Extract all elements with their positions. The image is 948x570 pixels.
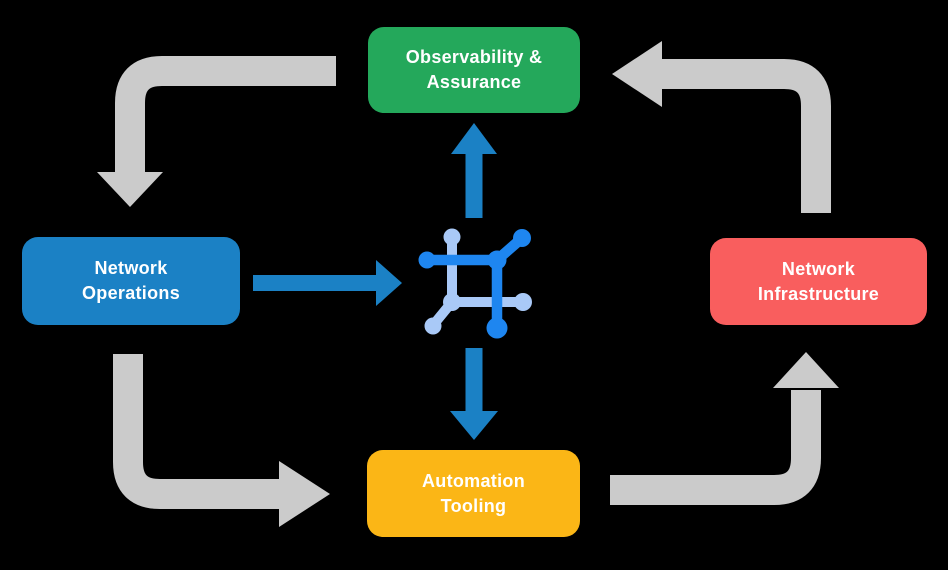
node-automation-tooling: Automation Tooling — [367, 450, 580, 537]
icon-node-left — [418, 251, 436, 269]
node-observability-assurance: Observability & Assurance — [368, 27, 580, 113]
arrow-head-up-icon — [773, 352, 839, 388]
arrow-head-right-icon — [376, 260, 402, 306]
network-grid-icon — [418, 228, 532, 339]
cycle-arrow-infrastructure-to-observability — [612, 41, 831, 213]
cycle-arrow-tooling-to-infrastructure — [610, 352, 839, 505]
arrow-head-up-icon — [451, 123, 497, 154]
node-label: Network Operations — [81, 258, 181, 303]
icon-node-right — [514, 293, 532, 311]
node-network-infrastructure: Network Infrastructure — [710, 238, 927, 325]
arrow-head-right-icon — [279, 461, 330, 527]
node-label: Observability & Assurance — [405, 47, 543, 92]
cycle-arrow-observability-to-operations — [97, 56, 336, 207]
arrow-head-left-icon — [612, 41, 662, 107]
arrow-shaft — [610, 390, 821, 505]
icon-node-upper-right — [513, 229, 531, 247]
node-network-operations: Network Operations — [22, 237, 240, 325]
node-label: Automation Tooling — [422, 470, 525, 516]
arrow-shaft — [115, 56, 336, 174]
arrow-head-down-icon — [450, 411, 498, 440]
cycle-arrow-operations-to-tooling — [113, 354, 330, 527]
icon-node-lower-left — [424, 317, 442, 335]
icon-node-bottom-left-corner — [443, 293, 461, 311]
icon-node-top — [443, 228, 461, 246]
arrow-shaft — [113, 354, 281, 509]
icon-node-bottom — [486, 317, 508, 339]
icon-node-top-right-corner — [487, 250, 507, 270]
node-label: Network Infrastructure — [757, 258, 880, 304]
arrow-shaft — [660, 59, 831, 213]
flow-arrow-center-to-observability — [451, 123, 497, 218]
flow-arrow-operations-to-center — [253, 260, 402, 306]
flow-arrow-center-to-tooling — [450, 348, 498, 440]
arrow-head-down-icon — [97, 172, 163, 207]
